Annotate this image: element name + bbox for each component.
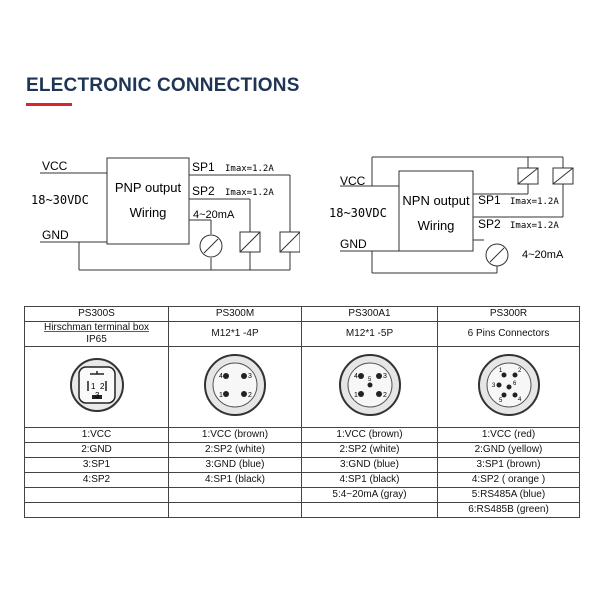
pin-label: 1 [499,368,503,374]
table-cell: 5:RS485A (blue) [437,487,580,503]
m12-5pin-connector-icon: 4 3 5 1 2 [338,354,401,416]
npn-sp2-label: SP2 [478,217,501,231]
npn-imax2-label: Imax=1.2A [510,221,559,231]
connector-image-ps300m: 4 3 1 2 [168,346,302,428]
pin-label: 3 [95,391,100,400]
connector-type-ps300r: 6 Pins Connectors [437,321,580,347]
npn-voltage-label: 18~30VDC [329,206,387,220]
table-cell: 3:GND (blue) [168,457,302,473]
pnp-sp1-label: SP1 [192,160,215,174]
npn-relay-icon [517,167,574,185]
pin-label: 3 [492,383,496,389]
header-ps300a1: PS300A1 [301,306,438,322]
pin-label: 4 [518,397,522,403]
pin-label: 1 [91,382,96,391]
table-cell [24,487,169,503]
pnp-voltage-label: 18~30VDC [31,193,89,207]
connector-pinout-table: PS300S PS300M PS300A1 PS300R Hirschman t… [24,306,580,518]
table-cell: 5:4~20mA (gray) [301,487,438,503]
table-row: 4:SP2 4:SP1 (black) 4:SP1 (black) 4:SP2 … [24,472,580,488]
connector-image-row: 1 2 3 4 3 1 2 4 3 5 [24,346,580,428]
six-pin-connector-icon: 1 2 3 6 4 5 [477,354,540,416]
table-cell: 2:SP2 (white) [168,442,302,458]
connector-image-ps300s: 1 2 3 [24,346,169,428]
npn-box-line2: Wiring [418,218,455,233]
pin-label: 5 [499,398,503,404]
table-header-row: PS300S PS300M PS300A1 PS300R [24,306,580,322]
pnp-imax2-label: Imax=1.2A [225,188,274,198]
pin-label: 1 [354,392,358,399]
hirschmann-connector-icon: 1 2 3 [69,358,124,412]
npn-gnd-label: GND [340,237,367,251]
npn-imax1-label: Imax=1.2A [510,197,559,207]
table-cell: 1:VCC (brown) [168,427,302,443]
pin-label: 5 [368,377,372,383]
table-row: 1:VCC 1:VCC (brown) 1:VCC (brown) 1:VCC … [24,427,580,443]
connector-image-ps300r: 1 2 3 6 4 5 [437,346,580,428]
pnp-box-line2: Wiring [130,205,167,220]
pin-label: 2 [518,368,522,374]
npn-analog-label: 4~20mA [522,249,564,261]
connector-type-line: Hirschman terminal box [43,322,150,333]
connector-rating: IP65 [86,334,107,345]
connector-type-row: Hirschman terminal box IP65 M12*1 -4P M1… [24,321,580,347]
connector-image-ps300a1: 4 3 5 1 2 [301,346,438,428]
header-ps300s: PS300S [24,306,169,322]
pin-label: 2 [383,392,387,399]
table-cell: 4:SP2 [24,472,169,488]
npn-ammeter-icon [485,243,509,267]
pin-label: 3 [248,373,252,380]
pnp-vcc-label: VCC [42,159,68,173]
table-row: 2:GND 2:SP2 (white) 2:SP2 (white) 2:GND … [24,442,580,458]
pnp-gnd-label: GND [42,228,69,242]
connector-type-ps300m: M12*1 -4P [168,321,302,347]
table-cell: 4:SP2 ( orange ) [437,472,580,488]
table-cell: 3:GND (blue) [301,457,438,473]
pin-label: 4 [219,373,223,380]
pin-label: 2 [248,392,252,399]
table-cell: 2:SP2 (white) [301,442,438,458]
npn-sp1-label: SP1 [478,193,501,207]
page-title: ELECTRONIC CONNECTIONS [26,75,300,96]
m12-4pin-connector-icon: 4 3 1 2 [204,354,266,416]
table-row: 3:SP1 3:GND (blue) 3:GND (blue) 3:SP1 (b… [24,457,580,473]
table-cell [168,487,302,503]
table-cell: 1:VCC [24,427,169,443]
pnp-relay-icon [239,231,300,253]
table-cell: 1:VCC (red) [437,427,580,443]
table-cell: 3:SP1 (brown) [437,457,580,473]
pnp-box-line1: PNP output [115,180,182,195]
npn-box-line1: NPN output [402,193,470,208]
table-cell: 6:RS485B (green) [437,502,580,518]
pnp-ammeter-icon [199,234,223,258]
table-cell [168,502,302,518]
header-ps300m: PS300M [168,306,302,322]
npn-wiring-diagram: VCC 18~30VDC GND NPN output Wiring SP1 S… [329,156,574,274]
connector-type-ps300s: Hirschman terminal box IP65 [24,321,169,347]
pin-label: 6 [513,381,517,387]
header-ps300r: PS300R [437,306,580,322]
pin-label: 2 [100,382,105,391]
title-underline [26,103,72,106]
table-cell [24,502,169,518]
table-cell: 2:GND (yellow) [437,442,580,458]
table-row: 5:4~20mA (gray) 5:RS485A (blue) [24,487,580,503]
pin-label: 3 [383,373,387,380]
table-cell: 2:GND [24,442,169,458]
table-cell: 3:SP1 [24,457,169,473]
pnp-wiring-diagram: VCC 18~30VDC GND PNP output Wiring SP1 S… [31,157,300,271]
table-cell: 4:SP1 (black) [168,472,302,488]
table-row: 6:RS485B (green) [24,502,580,518]
table-cell: 1:VCC (brown) [301,427,438,443]
pnp-sp2-label: SP2 [192,184,215,198]
npn-vcc-label: VCC [340,174,366,188]
pnp-analog-label: 4~20mA [193,209,235,221]
pin-label: 4 [354,373,358,380]
pin-label: 1 [219,392,223,399]
pnp-imax1-label: Imax=1.2A [225,164,274,174]
table-cell [301,502,438,518]
table-cell: 4:SP1 (black) [301,472,438,488]
connector-type-ps300a1: M12*1 -5P [301,321,438,347]
